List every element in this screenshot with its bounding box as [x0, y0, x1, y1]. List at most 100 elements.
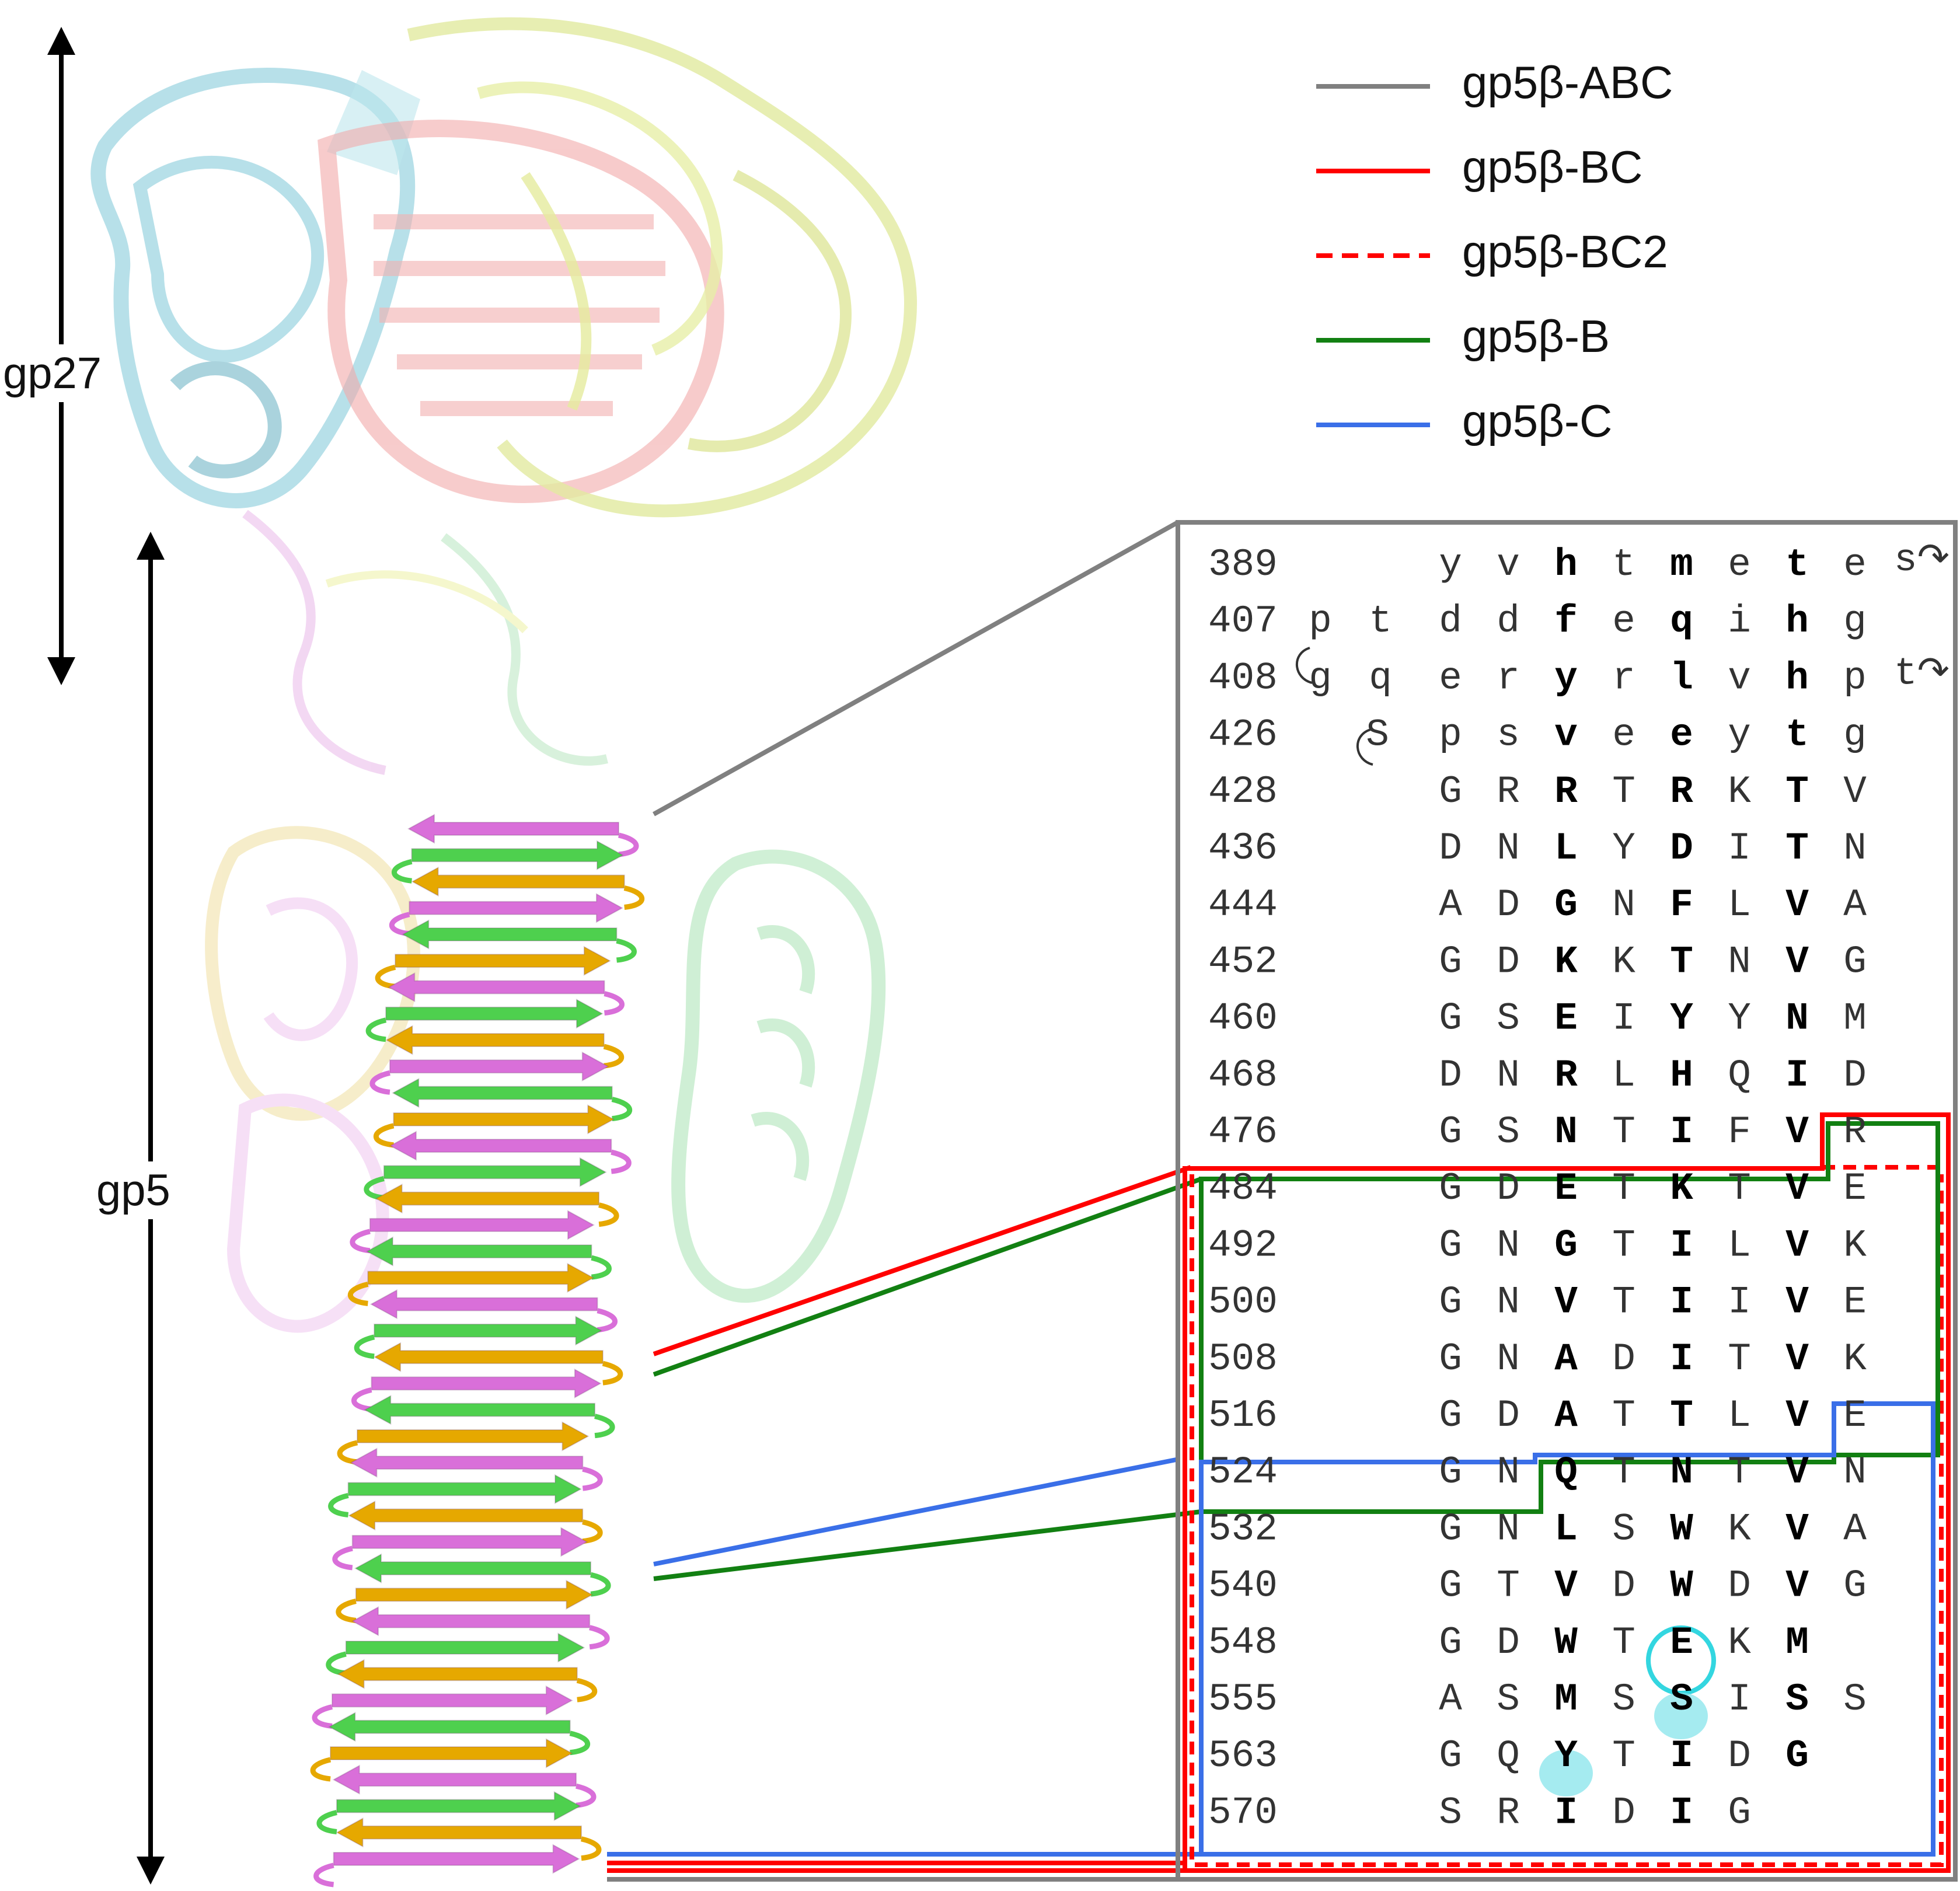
seq-residue: A: [1439, 1677, 1462, 1721]
seq-residue: S: [1612, 1507, 1635, 1551]
beta-strand: [373, 1342, 604, 1372]
seq-residue: G: [1439, 1281, 1462, 1324]
seq-residue: N: [1497, 1281, 1520, 1324]
seq-residue: e: [1670, 713, 1693, 757]
seq-residue: N: [1497, 1507, 1520, 1551]
strand-loop: [594, 1414, 615, 1439]
strand-loop: [313, 1862, 334, 1887]
seq-residue: V: [1554, 1281, 1578, 1324]
seq-residue: K: [1670, 1167, 1693, 1210]
seq-residue: N: [1497, 1337, 1520, 1381]
beta-strand: [365, 1236, 592, 1267]
seq-residue: E: [1554, 997, 1578, 1041]
seq-residue: v: [1497, 543, 1520, 587]
strand-loop: [580, 1836, 602, 1861]
seq-residue: K: [1728, 1621, 1751, 1665]
seq-residue: R: [1497, 770, 1520, 814]
seq-row-number: 428: [1208, 770, 1278, 814]
seq-residue: T: [1612, 1394, 1635, 1438]
seq-residue: S: [1612, 1677, 1635, 1721]
gp27-lobe-red: [318, 120, 724, 503]
seq-residue: l: [1670, 656, 1693, 700]
seq-residue: H: [1670, 1053, 1693, 1097]
seq-residue: I: [1670, 1337, 1693, 1381]
seq-residue: N: [1785, 997, 1809, 1041]
seq-residue: S: [1497, 1677, 1520, 1721]
seq-residue: Y: [1728, 997, 1751, 1041]
legend-label-1: gp5β-BC: [1462, 141, 1643, 193]
seq-residue: D: [1843, 1053, 1867, 1097]
beta-strand: [409, 893, 624, 923]
beta-strand: [389, 1131, 612, 1161]
strand-loop: [582, 1519, 603, 1544]
strand-loop: [375, 964, 396, 989]
seq-residue: E: [1843, 1281, 1867, 1324]
seq-residue: S: [1785, 1677, 1809, 1721]
strand-loop: [316, 1810, 337, 1834]
strand-loop: [623, 885, 644, 910]
seq-residue: A: [1554, 1394, 1578, 1438]
seq-residue: e: [1728, 543, 1751, 587]
strand-loop: [618, 832, 639, 857]
seq-residue: D: [1497, 1621, 1520, 1665]
seq-residue: L: [1612, 1053, 1635, 1097]
seq-residue: L: [1554, 1507, 1578, 1551]
strand-loop: [332, 1545, 353, 1571]
seq-residue: V: [1843, 770, 1867, 814]
seq-residue: K: [1728, 770, 1751, 814]
beta-strand: [348, 1500, 584, 1531]
seq-residue: T: [1612, 770, 1635, 814]
gp5-right-domain: [671, 849, 886, 1303]
seq-residue: T: [1612, 1223, 1635, 1267]
seq-residue: V: [1554, 1564, 1578, 1608]
highlight-s: [1654, 1693, 1708, 1739]
seq-residue: D: [1612, 1564, 1635, 1608]
zoom-connectors: [607, 520, 1202, 1882]
strand-loop: [354, 1334, 375, 1359]
region-bc2-box: [1190, 1165, 1948, 1867]
seq-residue: N: [1843, 826, 1867, 870]
beta-strand: [336, 1817, 582, 1848]
gp27-lobe-yellow: [407, 17, 918, 518]
seq-row-number: 444: [1208, 883, 1278, 927]
seq-residue: G: [1439, 1507, 1462, 1551]
seq-residue: Q: [1728, 1053, 1751, 1097]
sequence-panel: [1176, 520, 1958, 1882]
strand-loop: [336, 1599, 357, 1623]
seq-residue: G: [1439, 997, 1462, 1041]
beta-strand: [332, 1685, 573, 1716]
seq-residue: T: [1612, 1734, 1635, 1778]
beta-strand: [393, 1104, 615, 1135]
seq-residue: N: [1728, 940, 1751, 983]
protein-structure-illustration: [90, 17, 918, 1887]
strand-loop: [597, 1308, 618, 1333]
seq-residue: N: [1497, 1450, 1520, 1494]
seq-row-number: 532: [1208, 1507, 1278, 1551]
strand-loop: [604, 991, 625, 1016]
seq-residue: I: [1728, 1281, 1751, 1324]
seq-row-number: 408: [1208, 656, 1278, 700]
seq-residue: G: [1439, 1450, 1462, 1494]
seq-residue: e: [1612, 599, 1635, 643]
strand-loop: [328, 1493, 349, 1517]
seq-residue: Y: [1554, 1734, 1578, 1778]
beta-strand: [333, 1844, 580, 1874]
strand-loop: [326, 1651, 347, 1676]
region-c-box: [1199, 1401, 1935, 1857]
beta-strand: [369, 1289, 598, 1320]
seq-residue: D: [1612, 1337, 1635, 1381]
seq-residue: T: [1612, 1450, 1635, 1494]
strand-loop: [310, 1757, 332, 1782]
seq-residue: t: [1785, 713, 1809, 757]
seq-residue: V: [1785, 1167, 1809, 1210]
strand-loop: [392, 859, 413, 884]
seq-residue: F: [1728, 1110, 1751, 1154]
seq-residue: S: [1497, 1110, 1520, 1154]
seq-residue: D: [1728, 1564, 1751, 1608]
seq-residue: d: [1439, 599, 1462, 643]
beta-strand: [354, 1553, 592, 1583]
seq-residue: K: [1843, 1223, 1867, 1267]
beta-strand: [389, 1051, 609, 1081]
region-abc-box: [1176, 520, 1958, 1882]
